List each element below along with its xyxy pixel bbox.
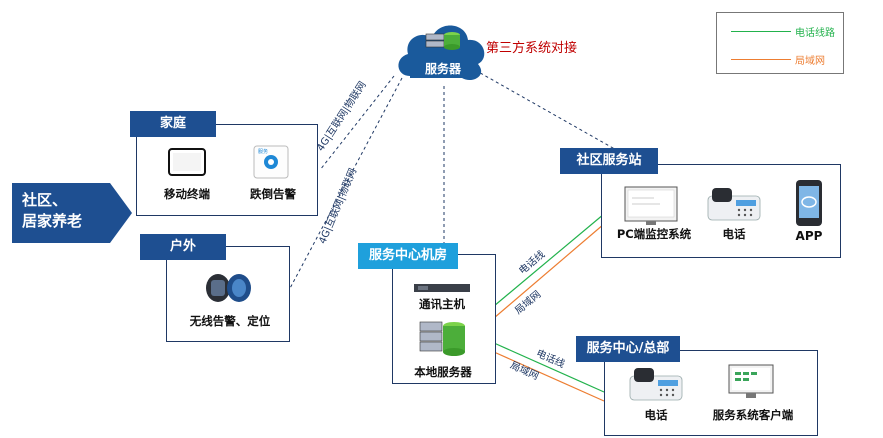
fall-alarm-icon: 服务 [253,145,289,179]
community-home-label: 社区、 居家养老 [22,191,83,230]
third-party-label: 第三方系统对接 [486,41,578,56]
legend-phone-label: 电话线路 [795,28,835,39]
legend-phone-swatch [731,31,791,32]
local-server-icon [419,321,465,356]
station-device-3-label: APP [795,229,823,243]
link-server-outdoor [287,77,403,293]
lan-line-hq [493,351,605,402]
legend-lan-label: 局域网 [795,56,825,67]
home-device-1-label: 移动终端 [164,187,210,201]
phone-icon [707,188,761,221]
legend-lan-swatch [731,59,791,60]
service-room-device-2-label: 本地服务器 [414,365,472,379]
link-server-station [474,69,621,153]
service-room-title: 服务中心机房 [358,243,458,269]
outdoor-device-label: 无线告警、定位 [189,314,271,328]
svg-text:服务: 服务 [258,148,268,155]
link-server-home [319,75,395,171]
arrow-shape [12,183,132,243]
lan-line-station [493,223,605,319]
comm-host-icon [414,284,470,292]
hq-title: 服务中心/总部 [576,336,680,362]
phone-line-station [493,213,605,307]
monitor-icon [624,186,678,225]
tablet-icon [168,148,206,176]
smartphone-icon [796,180,822,226]
service-room-box [392,254,496,384]
station-device-2-label: 电话 [722,227,746,241]
hq-device-1-label: 电话 [644,408,668,422]
station-title: 社区服务站 [560,148,658,174]
cloud-icon [398,25,485,81]
outdoor-title: 户外 [140,234,226,260]
hq-device-2-label: 服务系统客户端 [712,408,794,422]
server-icon [425,32,460,50]
phone-line-hq [493,342,605,393]
monitor-icon [728,364,774,398]
phone-icon [629,368,683,401]
home-device-2-label: 跌倒告警 [250,187,296,201]
service-room-device-1-label: 通讯主机 [419,297,465,311]
smartwatch-icon [206,274,251,302]
legend: 电话线路 局域网 [716,12,844,74]
station-device-1-label: PC端监控系统 [616,227,692,241]
home-title: 家庭 [130,111,216,137]
server-label: 服务器 [424,62,461,76]
